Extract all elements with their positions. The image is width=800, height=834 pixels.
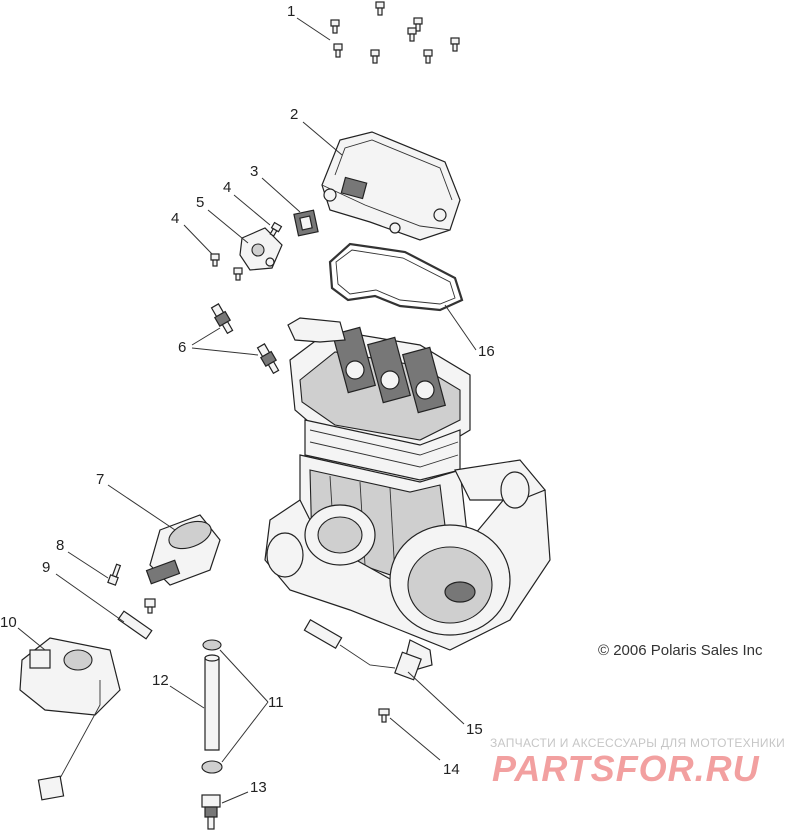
watermark-brand: PARTSFOR.RU [492,748,760,789]
part-16-cover-gasket [328,242,464,312]
callout-6: 6 [178,339,186,356]
copyright-text: © 2006 Polaris Sales Inc [598,642,763,659]
callout-8: 8 [56,537,64,554]
part-8-bolt [107,563,122,586]
callout-4a: 4 [223,179,231,196]
leader-lines [17,17,477,804]
part-1-bolts [330,1,460,64]
callout-15: 15 [466,721,483,738]
part-10-throttle-body [19,637,121,801]
rocker-arms [331,326,447,414]
part-5-bracket [239,227,283,271]
part-11-clamps [201,639,223,774]
callout-10: 10 [0,614,17,631]
engine-assembly [264,317,551,671]
part-4-screws [210,221,283,281]
part-15-sensor-wire [303,618,422,681]
callout-5: 5 [196,194,204,211]
callout-1: 1 [287,3,295,20]
callout-labels: 1 2 3 4 4 5 6 7 8 9 10 11 12 13 14 15 16 [0,3,495,796]
callout-3: 3 [250,163,258,180]
callout-12: 12 [152,672,169,689]
callout-11: 11 [268,694,284,711]
part-12-hose [204,654,220,751]
callout-16: 16 [478,343,495,360]
part-9-sensor [117,598,156,640]
callout-2: 2 [290,106,298,123]
callout-4b: 4 [171,210,179,227]
part-7-intake-boot [145,514,221,586]
callout-13: 13 [250,779,267,796]
callout-9: 9 [42,559,50,576]
callout-7: 7 [96,471,104,488]
part-13-fitting [201,794,221,830]
callout-14: 14 [443,761,460,778]
part-6-spark-plugs [210,303,280,375]
part-14-bolt [378,708,390,723]
part-3-gasket [293,209,319,237]
part-2-valve-cover [321,131,461,241]
watermark-tagline: ЗАПЧАСТИ И АКСЕССУАРЫ ДЛЯ МОТОТЕХНИКИ [490,736,786,750]
